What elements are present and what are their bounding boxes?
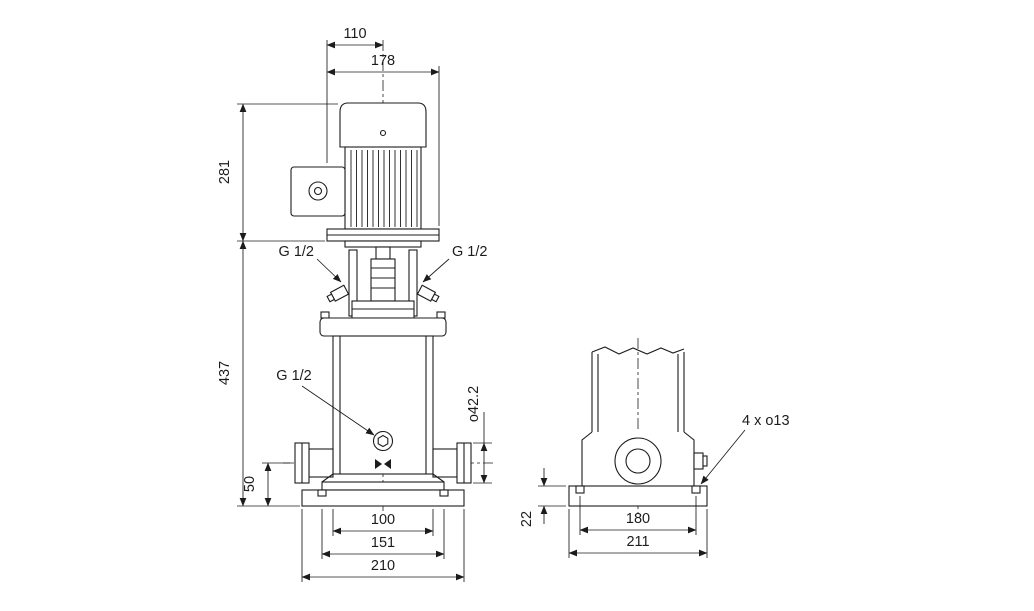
staybolt-nut-left: [320, 311, 330, 319]
pump-head-flange: [319, 317, 447, 337]
dim-281-label: 281: [217, 160, 233, 184]
side-port-bore: [625, 448, 651, 474]
pump-foot: [321, 481, 445, 491]
side-plug-head: [702, 455, 708, 467]
base-plate-side: [568, 485, 708, 507]
vent-plug-right-head: [430, 293, 440, 303]
side-sleeve-walls: [591, 352, 685, 432]
thread-label-drain: G 1/2: [276, 368, 311, 384]
bolt-slot-left: [317, 489, 327, 497]
bolt-slot-right: [439, 489, 449, 497]
dim-178-label: 178: [371, 53, 395, 69]
coupling: [370, 258, 396, 302]
drain-symbol: [375, 459, 391, 469]
dim-50-label: 50: [242, 476, 258, 492]
motor-body: [344, 146, 422, 230]
dim-151-label: 151: [371, 535, 395, 551]
thread-label-vent-right: G 1/2: [452, 244, 487, 260]
vent-plug-left: [326, 284, 350, 303]
base-plate: [301, 489, 465, 507]
leader-vent-right: [422, 258, 450, 283]
dim-port-diameter-label: o42.2: [466, 386, 482, 422]
suction-port: [294, 442, 334, 484]
bolt-hole-right: [691, 485, 701, 494]
discharge-port: [432, 442, 472, 484]
pump-base: [301, 473, 465, 507]
drain-plug-hex: [377, 434, 389, 448]
vent-plug-right: [416, 284, 440, 303]
side-dimensions: 22 180 211 4 x o13: [519, 413, 790, 558]
motor-adapter: [344, 240, 422, 248]
staybolt-nut-right: [436, 311, 446, 319]
leader-bolt-holes: [700, 429, 746, 485]
base-flare-lines: [321, 473, 445, 483]
dim-210-label: 210: [371, 558, 395, 574]
leader-vent-left: [316, 258, 342, 283]
bolt-holes-note: 4 x o13: [742, 413, 790, 429]
vent-plug-left-head: [326, 293, 336, 303]
motor: [290, 102, 440, 248]
drain-plug: [372, 430, 394, 452]
suction-pipe: [308, 448, 334, 478]
shaft: [375, 246, 391, 260]
dim-211-label: 211: [626, 534, 649, 550]
dim-100-label: 100: [371, 512, 395, 528]
front-view: [283, 40, 493, 514]
dim-110-label: 110: [343, 26, 366, 42]
side-plug: [693, 452, 708, 470]
dim-22-label: 22: [519, 511, 535, 527]
discharge-pipe: [432, 448, 458, 478]
fan-cover-center-mark: [379, 129, 387, 137]
dim-437-label: 437: [217, 361, 233, 385]
sleeve: [332, 335, 434, 475]
motor-cooling-fins: [350, 150, 418, 227]
leader-drain: [301, 385, 375, 436]
coupling-split-lines: [371, 267, 395, 289]
thread-label-vent-left: G 1/2: [279, 244, 314, 260]
front-dimensions: 110 178 281 437 50 o42.2 100 151: [217, 26, 492, 582]
side-view: [568, 338, 708, 514]
pump-sleeve: [332, 335, 434, 475]
dim-180-label: 180: [626, 511, 650, 527]
break-line: [591, 346, 685, 355]
fan-cover: [339, 102, 427, 148]
coupling-section: [319, 246, 447, 337]
cable-entry-inner: [313, 186, 323, 196]
side-plug-body: [693, 452, 704, 470]
bolt-hole-left: [575, 485, 585, 494]
